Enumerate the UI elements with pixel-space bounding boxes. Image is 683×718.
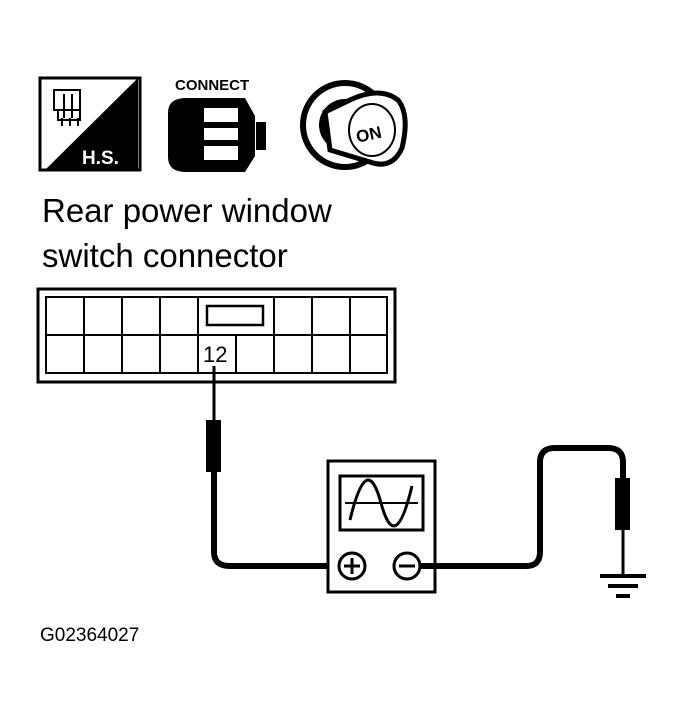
figure-code: G02364027 [40,625,139,646]
ground-icon [600,574,646,598]
sine-wave-icon [348,478,414,528]
connector-pins-icon [53,89,81,126]
pin-12-label: 12 [203,342,227,367]
positive-probe-lead [206,366,352,569]
connect-label: CONNECT [175,77,249,94]
ignition-key-icon: ON [300,80,408,170]
connector-title-line-2: switch connector [42,237,288,274]
positive-terminal [337,551,367,581]
connector-title-line-1: Rear power window [42,192,332,229]
harness-sign-label: H.S. [82,148,119,169]
ignition-on-label: ON [354,123,383,147]
negative-terminal [392,551,422,581]
harness-sign-icon: H.S. [38,76,142,172]
oscilloscope-meter [326,459,437,594]
negative-probe-lead [420,445,630,574]
connector-face: 12 [36,287,397,384]
connect-icon: CONNECT [168,77,266,172]
